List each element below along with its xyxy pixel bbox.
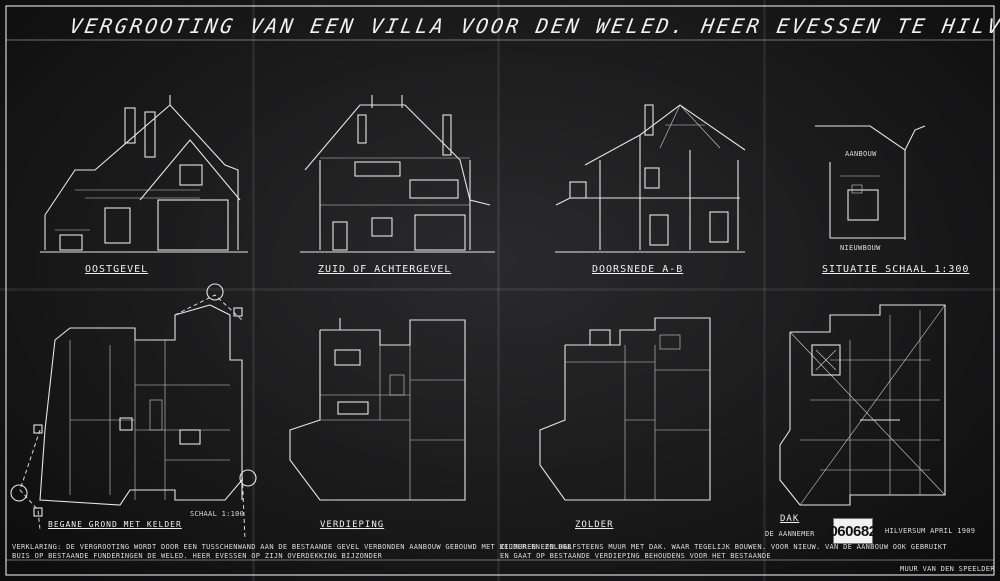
note-left-line2: BUIS OP BESTAANDE FUNDERINGEN DE WELED. … — [12, 552, 383, 560]
caption-first-floor: VERDIEPING — [320, 520, 385, 530]
ground-plan-scale: SCHAAL 1:100 — [190, 510, 245, 518]
situation-plot-label: AANBOUW — [845, 150, 877, 158]
sheet-border — [5, 5, 995, 576]
caption-rear-elevation: ZUID OF ACHTERGEVEL — [318, 264, 452, 275]
ground-plan — [10, 283, 257, 541]
fold-line — [252, 0, 255, 581]
fold-line — [0, 288, 1000, 291]
caption-front-elevation: OOSTGEVEL — [85, 264, 149, 275]
attic-plan — [539, 317, 711, 501]
caption-ground-plan: BEGANE GROND MET KELDER — [48, 520, 182, 529]
sheet-title: VERGROOTING VAN EEN VILLA VOOR DEN WELED… — [67, 14, 1000, 38]
roof-plan — [779, 304, 946, 506]
note-right-line1: ZIJMUREN EEN HALFSTEENS MUUR MET DAK. WA… — [500, 543, 947, 551]
caption-situation: SITUATIE SCHAAL 1:300 — [822, 264, 970, 275]
first-floor-plan — [289, 318, 466, 501]
note-wall: MUUR VAN DEN SPEELDER — [900, 565, 995, 573]
section-drawing — [555, 104, 746, 253]
fold-line — [763, 0, 766, 581]
caption-roof: DAK — [780, 514, 800, 524]
note-signature: DE AANNEMER — [765, 530, 815, 538]
rear-elevation — [300, 95, 495, 253]
note-left-line1: VERKLARING: DE VERGROOTING WORDT DOOR EE… — [12, 543, 572, 551]
situation-sub-label: NIEUWBOUW — [840, 244, 881, 252]
note-right-line2: EN GAAT OP BESTAANDE VERDIEPING BEHOUDEN… — [500, 552, 771, 560]
caption-attic: ZOLDER — [575, 520, 614, 530]
caption-section: DOORSNEDE A-B — [592, 264, 684, 275]
front-elevation — [40, 95, 248, 253]
fold-line — [497, 0, 500, 581]
archive-stamp: 060682 — [829, 518, 877, 544]
situation-plan — [815, 125, 926, 240]
note-city-date: HILVERSUM APRIL 1909 — [885, 527, 976, 535]
